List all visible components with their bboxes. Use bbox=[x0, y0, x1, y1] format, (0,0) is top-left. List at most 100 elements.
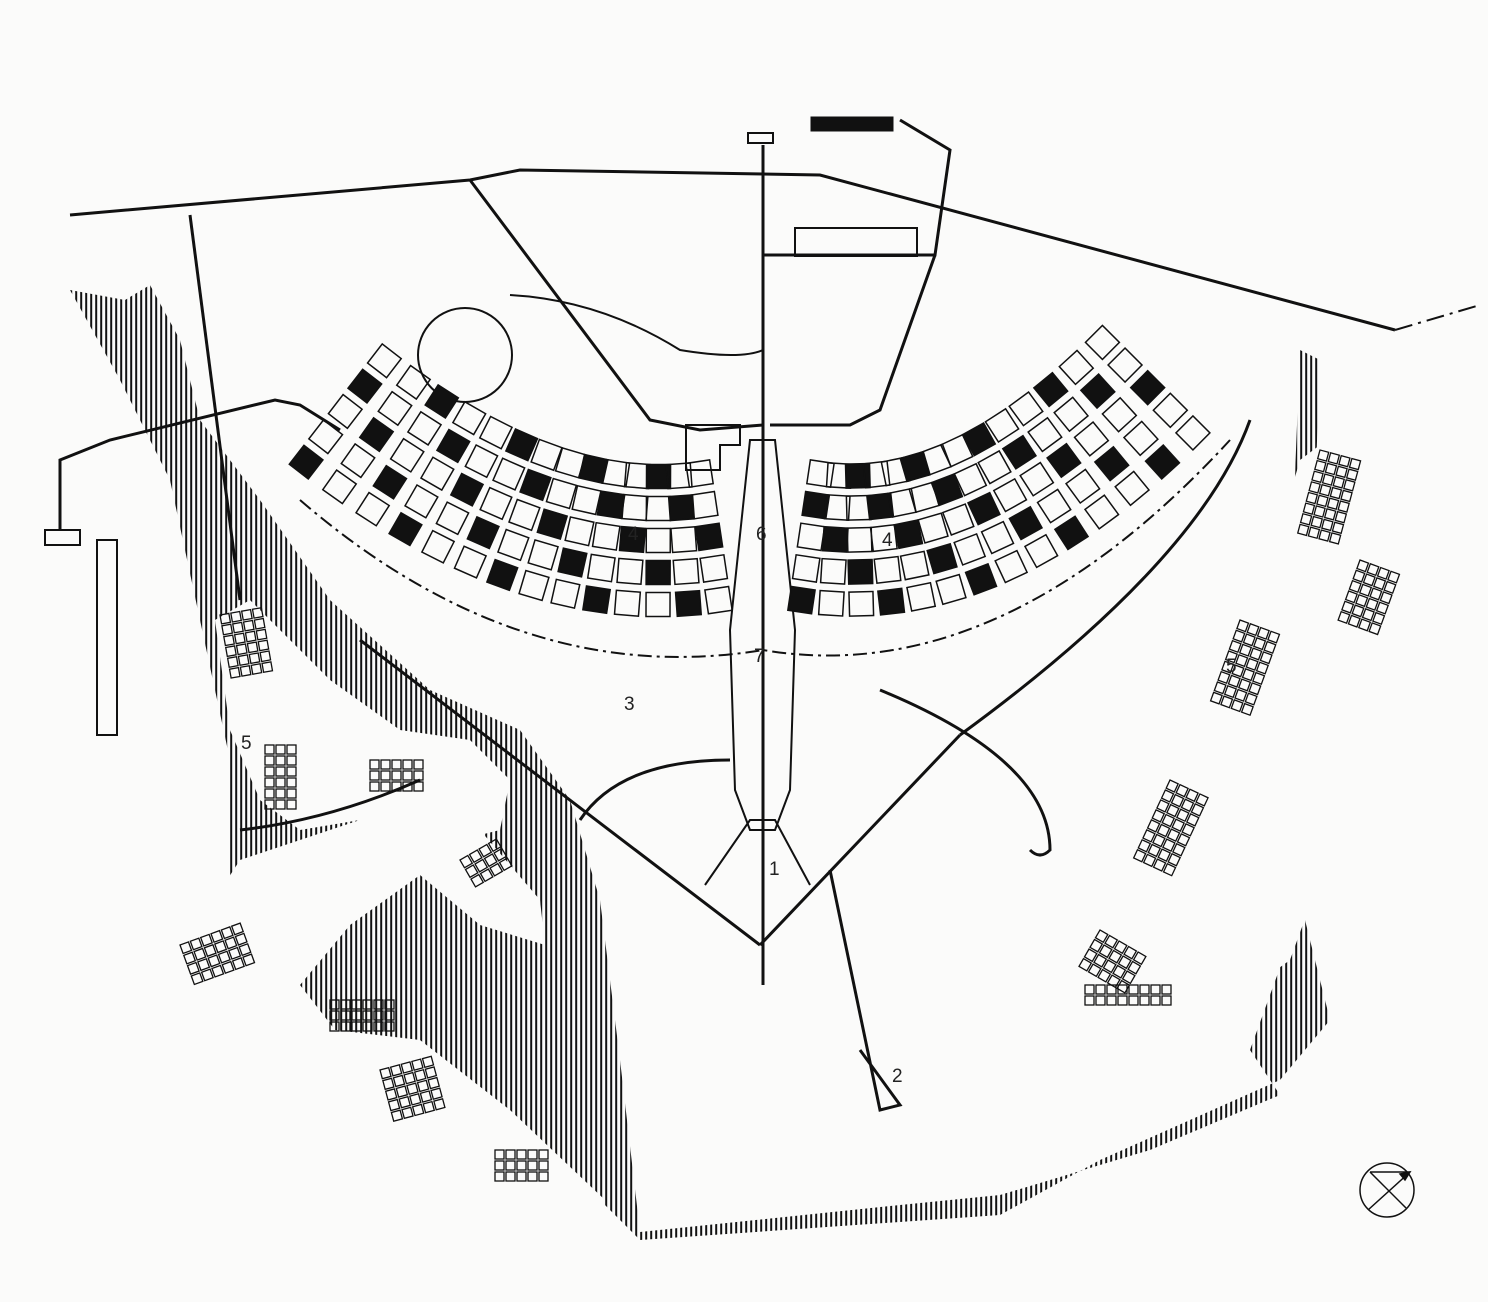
superblock bbox=[449, 472, 485, 507]
housing-block bbox=[1296, 523, 1310, 537]
housing-block bbox=[230, 922, 245, 936]
housing-block bbox=[1365, 597, 1379, 611]
superblock bbox=[478, 415, 514, 450]
central-peninsula bbox=[560, 760, 1060, 1130]
compass-north-arrow-icon bbox=[1359, 1162, 1415, 1218]
housing-block bbox=[478, 843, 493, 858]
housing-block bbox=[235, 643, 248, 656]
housing-block bbox=[1095, 984, 1106, 995]
superblock bbox=[586, 553, 616, 583]
superblock bbox=[1053, 515, 1090, 551]
housing-block bbox=[1223, 684, 1238, 699]
housing-block bbox=[1337, 610, 1351, 625]
housing-block bbox=[382, 1077, 395, 1091]
housing-block bbox=[264, 744, 275, 755]
housing-block bbox=[413, 770, 424, 781]
housing-block bbox=[422, 1100, 436, 1114]
superblock bbox=[395, 364, 432, 401]
superblock bbox=[1032, 371, 1069, 408]
housing-block bbox=[1314, 459, 1327, 473]
housing-block bbox=[489, 862, 504, 877]
housing-block bbox=[1150, 984, 1161, 995]
superblock bbox=[420, 529, 456, 564]
housing-block bbox=[230, 610, 243, 623]
housing-block bbox=[1142, 853, 1157, 868]
housing-block bbox=[527, 1171, 538, 1182]
housing-block bbox=[1128, 984, 1139, 995]
housing-block bbox=[389, 1064, 403, 1077]
east-peninsula bbox=[1080, 430, 1420, 1025]
housing-block bbox=[1356, 559, 1370, 573]
housing-block bbox=[1104, 934, 1119, 949]
label-zone-2: 2 bbox=[892, 1066, 903, 1087]
housing-block bbox=[380, 770, 391, 781]
label-zone-3: 3 bbox=[624, 694, 635, 715]
superblock bbox=[862, 460, 891, 489]
housing-block bbox=[1093, 953, 1108, 968]
superblock bbox=[485, 558, 519, 592]
superblock bbox=[564, 516, 595, 547]
superblock bbox=[404, 483, 439, 519]
housing-block bbox=[1341, 600, 1355, 614]
housing-block bbox=[391, 781, 402, 792]
housing-block bbox=[1310, 515, 1324, 529]
superblock bbox=[1083, 494, 1120, 530]
housing-block bbox=[1321, 518, 1334, 532]
superblock bbox=[419, 456, 455, 492]
west-road bbox=[188, 214, 242, 601]
housing-block bbox=[1318, 529, 1331, 542]
housing-block bbox=[1162, 862, 1177, 877]
superblock bbox=[964, 562, 998, 596]
housing-block bbox=[1156, 823, 1171, 838]
label-zone-7: 7 bbox=[754, 646, 765, 667]
superblock bbox=[877, 587, 906, 616]
housing-block bbox=[1387, 570, 1401, 584]
superblock bbox=[786, 585, 816, 615]
superblock bbox=[453, 545, 488, 579]
housing-block bbox=[207, 954, 221, 968]
housing-block bbox=[1113, 940, 1128, 955]
superblock bbox=[1065, 468, 1101, 505]
satellite-blocks bbox=[179, 449, 1401, 1182]
superblock bbox=[694, 522, 724, 552]
superblock bbox=[821, 525, 849, 553]
housing-block bbox=[228, 666, 241, 679]
housing-block bbox=[203, 943, 217, 958]
superblock bbox=[377, 390, 413, 427]
housing-block bbox=[231, 621, 244, 634]
superblock bbox=[1001, 434, 1038, 470]
superblock bbox=[613, 589, 642, 617]
label-zone-1: 1 bbox=[769, 859, 780, 880]
housing-block bbox=[264, 766, 275, 777]
label-zone-5-west: 5 bbox=[241, 733, 252, 754]
north-east-curve bbox=[879, 688, 1052, 857]
housing-block bbox=[255, 628, 268, 641]
housing-block bbox=[1259, 651, 1273, 665]
housing-block bbox=[1181, 822, 1195, 837]
housing-block bbox=[224, 936, 238, 950]
superblock bbox=[321, 469, 358, 505]
housing-block bbox=[1372, 611, 1386, 626]
housing-block bbox=[224, 645, 237, 658]
housing-block bbox=[1162, 838, 1176, 852]
housing-block bbox=[392, 1074, 406, 1088]
housing-block bbox=[1232, 629, 1246, 643]
housing-block bbox=[1318, 483, 1332, 497]
housing-block bbox=[1147, 843, 1162, 858]
housing-block bbox=[538, 1160, 549, 1171]
housing-block bbox=[1175, 808, 1190, 823]
palace-block bbox=[685, 424, 741, 471]
housing-block bbox=[259, 650, 272, 663]
housing-block bbox=[244, 630, 257, 643]
housing-block bbox=[329, 1010, 340, 1021]
superblock bbox=[618, 525, 647, 554]
housing-block bbox=[1241, 668, 1255, 682]
housing-block bbox=[261, 661, 274, 674]
housing-block bbox=[373, 1010, 384, 1021]
housing-block bbox=[1151, 809, 1166, 823]
housing-block bbox=[538, 1171, 549, 1182]
housing-block bbox=[197, 957, 211, 972]
housing-block bbox=[286, 788, 297, 799]
housing-block bbox=[1372, 577, 1387, 591]
